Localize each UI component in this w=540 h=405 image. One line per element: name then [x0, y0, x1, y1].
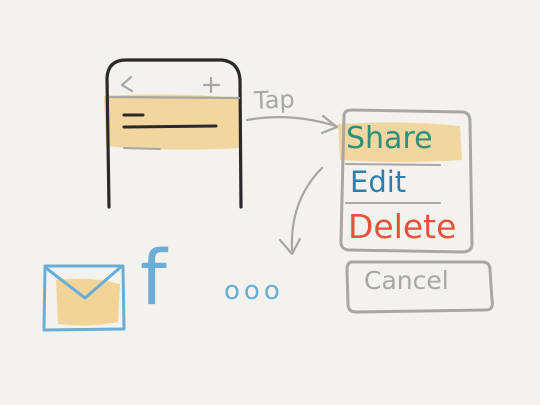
tap-label: Tap — [253, 85, 296, 115]
phone-row-highlight — [104, 94, 240, 150]
action-share[interactable]: Share — [346, 121, 433, 156]
phone-outline — [105, 58, 243, 209]
more-icon[interactable]: ooo — [224, 276, 284, 306]
phone-row-body-line — [122, 124, 218, 129]
phone-navbar-line — [108, 95, 241, 100]
return-arrow — [290, 166, 324, 252]
tap-arrowhead — [320, 114, 339, 135]
facebook-icon[interactable]: f — [140, 233, 167, 322]
share-divider — [345, 163, 441, 166]
back-icon — [120, 75, 134, 93]
cancel-label[interactable]: Cancel — [364, 266, 449, 295]
phone-row-meta-line — [123, 147, 161, 150]
action-delete[interactable]: Delete — [348, 207, 457, 246]
action-edit[interactable]: Edit — [350, 165, 407, 199]
return-arrowhead — [278, 237, 302, 256]
mail-icon-highlight — [56, 278, 120, 326]
cancel-button-outline — [345, 260, 494, 314]
share-highlight — [338, 122, 462, 162]
mail-icon — [42, 264, 126, 332]
action-sheet-outline — [339, 108, 474, 254]
add-icon — [202, 76, 221, 94]
tap-arrow — [245, 116, 338, 128]
